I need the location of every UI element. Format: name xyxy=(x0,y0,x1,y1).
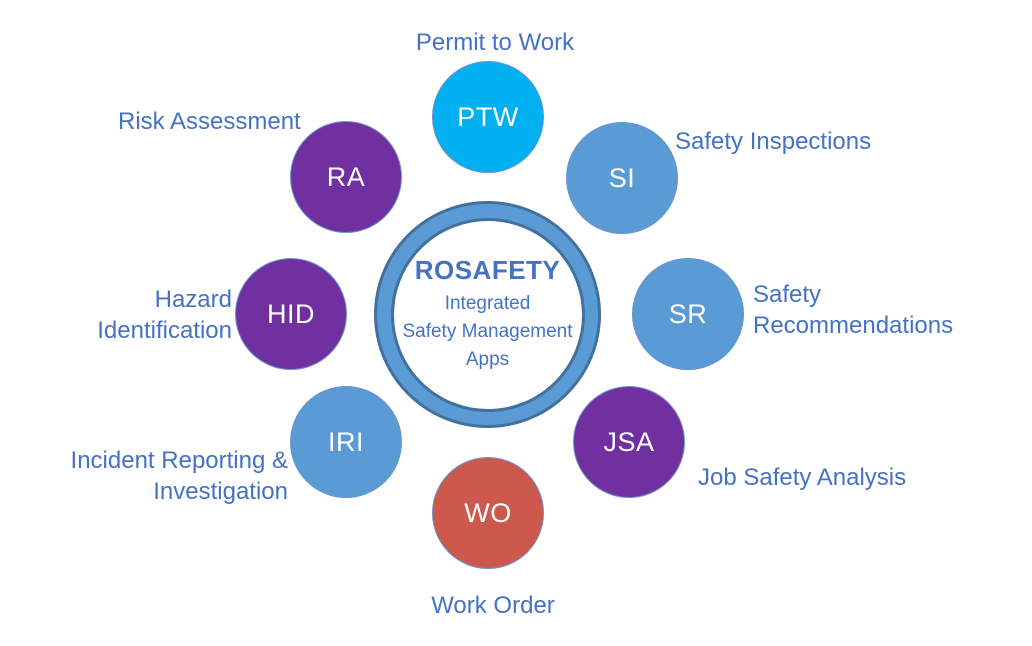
center-ring: ROSAFETY Integrated Safety Management Ap… xyxy=(374,201,601,428)
app-abbr-wo: WO xyxy=(464,497,512,528)
app-circle-hid: HID xyxy=(235,258,347,370)
app-circle-jsa: JSA xyxy=(573,386,685,498)
app-abbr-sr: SR xyxy=(668,298,708,329)
app-label-safety-inspections: Safety Inspections xyxy=(675,128,872,155)
app-abbr-jsa: JSA xyxy=(603,426,655,457)
app-label-work-order: Work Order xyxy=(431,592,555,619)
app-label-hazard-identification: Hazard Identification xyxy=(97,286,232,344)
center-title: ROSAFETY xyxy=(414,255,561,285)
app-label-safety-recommendations: Safety Recommendations xyxy=(753,281,954,339)
app-circle-iri: IRI xyxy=(290,386,402,498)
app-abbr-ra: RA xyxy=(326,161,366,192)
app-circle-ra: RA xyxy=(290,121,402,233)
app-abbr-si: SI xyxy=(608,162,636,193)
app-circle-wo: WO xyxy=(432,457,544,569)
center-ring-inner: ROSAFETY Integrated Safety Management Ap… xyxy=(390,217,585,412)
app-abbr-ptw: PTW xyxy=(457,101,519,132)
app-circle-si: SI xyxy=(566,122,678,234)
app-label-permit-to-work: Permit to Work xyxy=(415,29,575,56)
app-label-incident-reporting-investigation: Incident Reporting & Investigation xyxy=(70,447,288,505)
app-abbr-iri: IRI xyxy=(327,426,364,457)
app-circle-ptw: PTW xyxy=(432,61,544,173)
center-subtitle: Integrated Safety Management Apps xyxy=(402,293,573,370)
app-circle-sr: SR xyxy=(632,258,744,370)
app-abbr-hid: HID xyxy=(267,298,315,329)
app-label-risk-assessment: Risk Assessment xyxy=(118,108,301,135)
app-label-job-safety-analysis: Job Safety Analysis xyxy=(698,464,907,491)
